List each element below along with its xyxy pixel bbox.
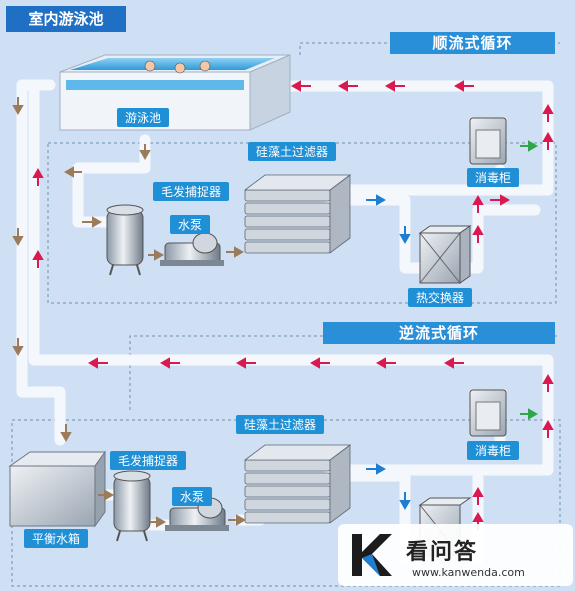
watermark-name: 看问答 xyxy=(406,540,479,565)
balance-tank xyxy=(8,450,106,528)
label-pump-top: 水泵 xyxy=(170,215,211,234)
disinfection-cabinet-top xyxy=(469,117,507,165)
watermark: 看问答 www.kanwenda.com xyxy=(338,524,573,586)
pump-bottom xyxy=(165,497,229,531)
diatomite-filter-top xyxy=(243,174,352,254)
disinfection-cabinet-bottom xyxy=(469,389,507,437)
flow-arrows xyxy=(12,80,554,530)
hair-catcher-top xyxy=(106,204,144,276)
section-reverse-title: 逆流式循环 xyxy=(323,322,555,344)
watermark-url: www.kanwenda.com xyxy=(412,566,525,579)
label-disinfect-bottom: 消毒柜 xyxy=(467,441,520,460)
hair-catcher-bottom xyxy=(113,470,151,542)
label-filter-top: 硅藻土过滤器 xyxy=(248,142,337,161)
label-hair-catcher-bottom: 毛发捕捉器 xyxy=(110,451,187,470)
label-pool: 游泳池 xyxy=(117,108,170,127)
diatomite-filter-bottom xyxy=(243,444,352,524)
pool xyxy=(59,54,291,131)
label-disinfect-top: 消毒柜 xyxy=(467,168,520,187)
label-balance-tank: 平衡水箱 xyxy=(24,529,89,548)
pump-top xyxy=(160,232,224,266)
label-hair-catcher-top: 毛发捕捉器 xyxy=(153,182,230,201)
label-heat-exchanger-top: 热交换器 xyxy=(408,288,473,307)
label-filter-bottom: 硅藻土过滤器 xyxy=(236,415,325,434)
page-title: 室内游泳池 xyxy=(6,6,126,32)
section-forward-title: 顺流式循环 xyxy=(390,32,555,54)
label-pump-bottom: 水泵 xyxy=(172,487,213,506)
watermark-logo-icon xyxy=(352,534,392,576)
heat-exchanger-top xyxy=(418,225,472,284)
